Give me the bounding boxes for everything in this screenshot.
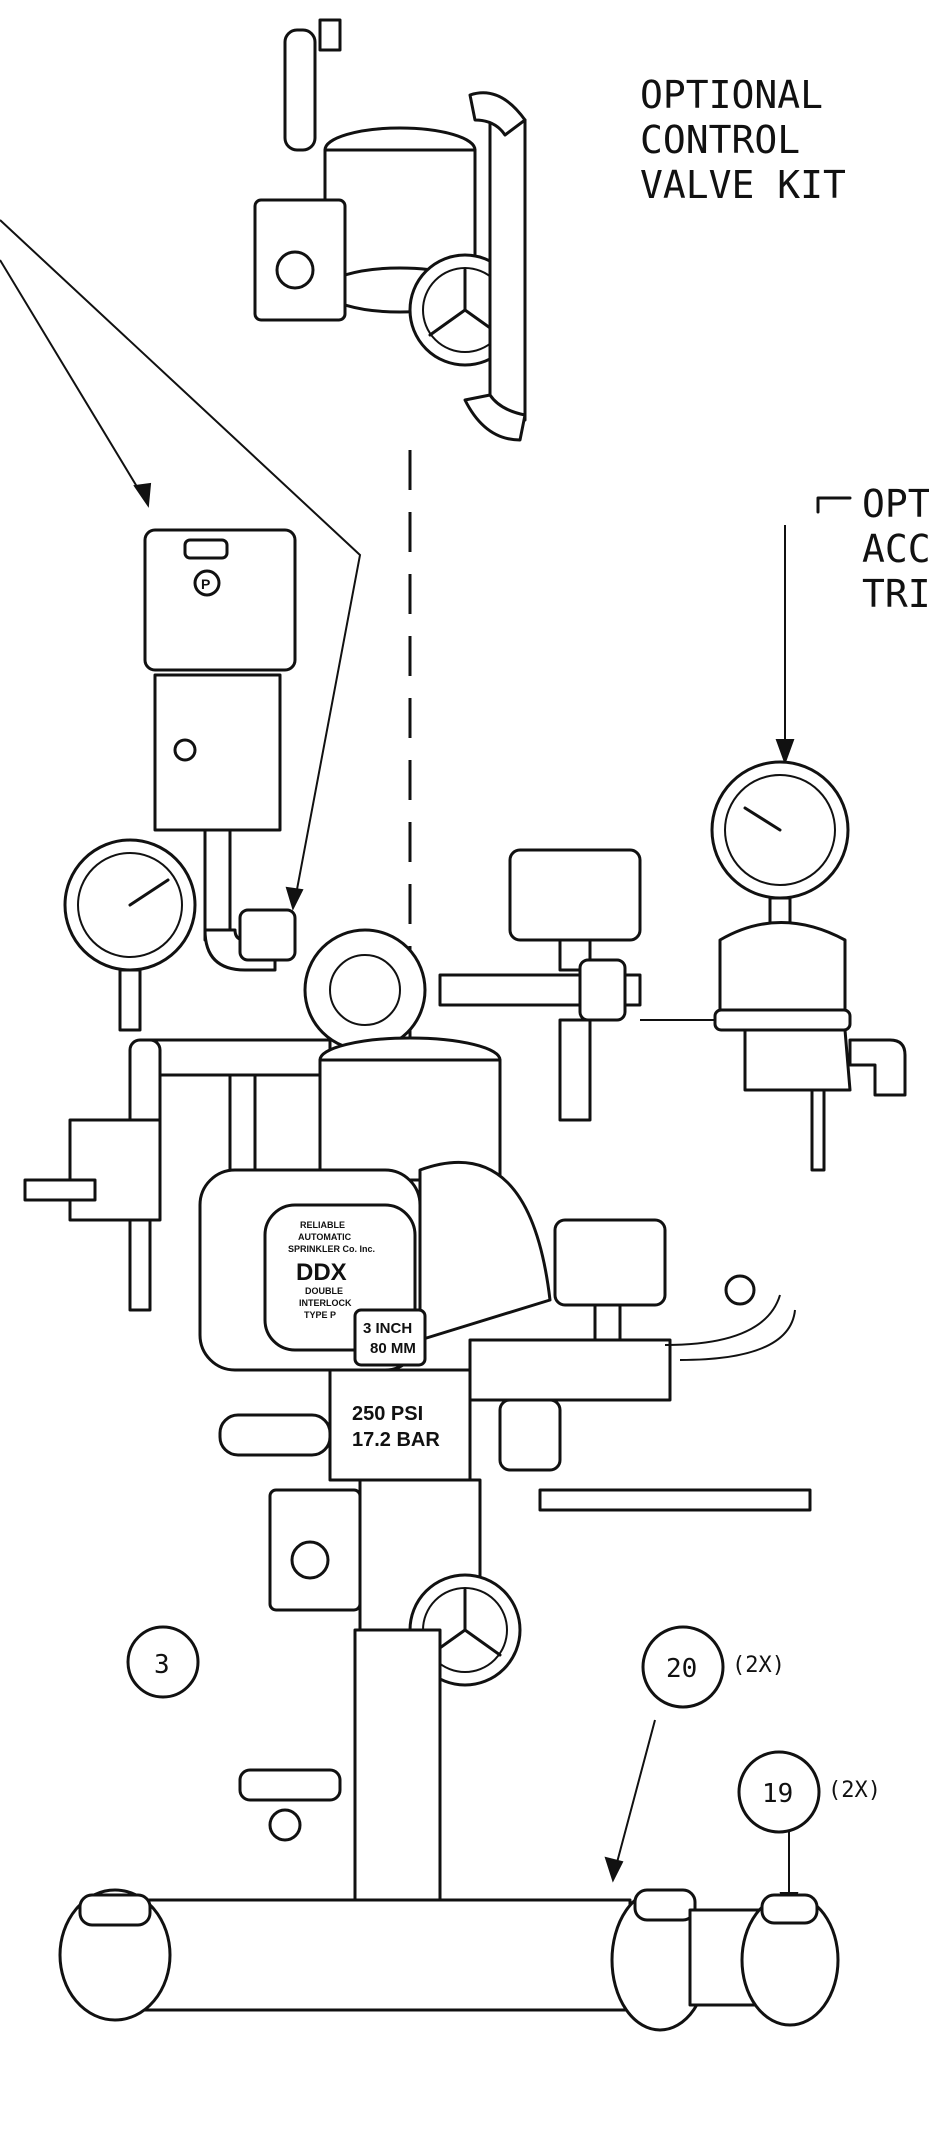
nameplate-line-1: RELIABLE	[300, 1220, 345, 1230]
callout-19-number: 19	[762, 1779, 793, 1809]
nameplate-model: DDX	[296, 1259, 347, 1286]
valve-rating-psi: 250 PSI	[352, 1403, 423, 1425]
bottom-manifold	[58, 1768, 840, 2032]
callout-item-19: 19 (2X)	[737, 1750, 881, 1834]
nameplate-sub-1: DOUBLE	[305, 1286, 343, 1296]
label-line-1: OPT	[862, 482, 929, 526]
valve-nameplate-text: RELIABLE AUTOMATIC SPRINKLER Co. Inc. DD…	[288, 1220, 375, 1320]
drain-trim-cluster	[468, 1218, 812, 1512]
nameplate-sub-3: TYPE P	[304, 1310, 336, 1320]
svg-text:P: P	[201, 576, 210, 592]
right-accelerator-assembly	[710, 760, 907, 1172]
callout-19-qty: (2X)	[828, 1778, 881, 1803]
label-line-2: ACC	[862, 527, 929, 571]
lower-control-valve	[268, 1478, 522, 1962]
label-line-1: OPTIONAL	[640, 73, 823, 117]
optional-control-valve-kit	[253, 18, 527, 442]
valve-rating-bar: 17.2 BAR	[352, 1429, 440, 1451]
callout-20-qty: (2X)	[732, 1653, 785, 1678]
nameplate-line-3: SPRINKLER Co. Inc.	[288, 1244, 375, 1254]
optional-accelerator-label: OPT ACC TRI	[816, 482, 929, 616]
callout-item-20: 20 (2X)	[641, 1625, 785, 1709]
leader-lines	[0, 219, 820, 1918]
label-line-2: CONTROL	[640, 118, 800, 162]
callout-3-number: 3	[154, 1650, 170, 1680]
left-pressure-gauge	[63, 838, 197, 1032]
valve-size-mm: 80 MM	[370, 1340, 416, 1357]
callout-20-number: 20	[666, 1654, 697, 1684]
label-line-3: VALVE KIT	[640, 163, 846, 207]
nameplate-sub-2: INTERLOCK	[299, 1298, 352, 1308]
callout-item-3: 3	[126, 1625, 200, 1699]
valve-size-inch: 3 INCH	[363, 1320, 412, 1337]
optional-control-valve-kit-label: OPTIONAL CONTROL VALVE KIT	[640, 73, 846, 207]
nameplate-line-2: AUTOMATIC	[298, 1232, 352, 1242]
label-line-3: TRI	[862, 572, 929, 616]
solenoid-assembly: P	[143, 528, 297, 972]
ddx-deluge-valve: RELIABLE AUTOMATIC SPRINKLER Co. Inc. DD…	[198, 1036, 552, 1482]
